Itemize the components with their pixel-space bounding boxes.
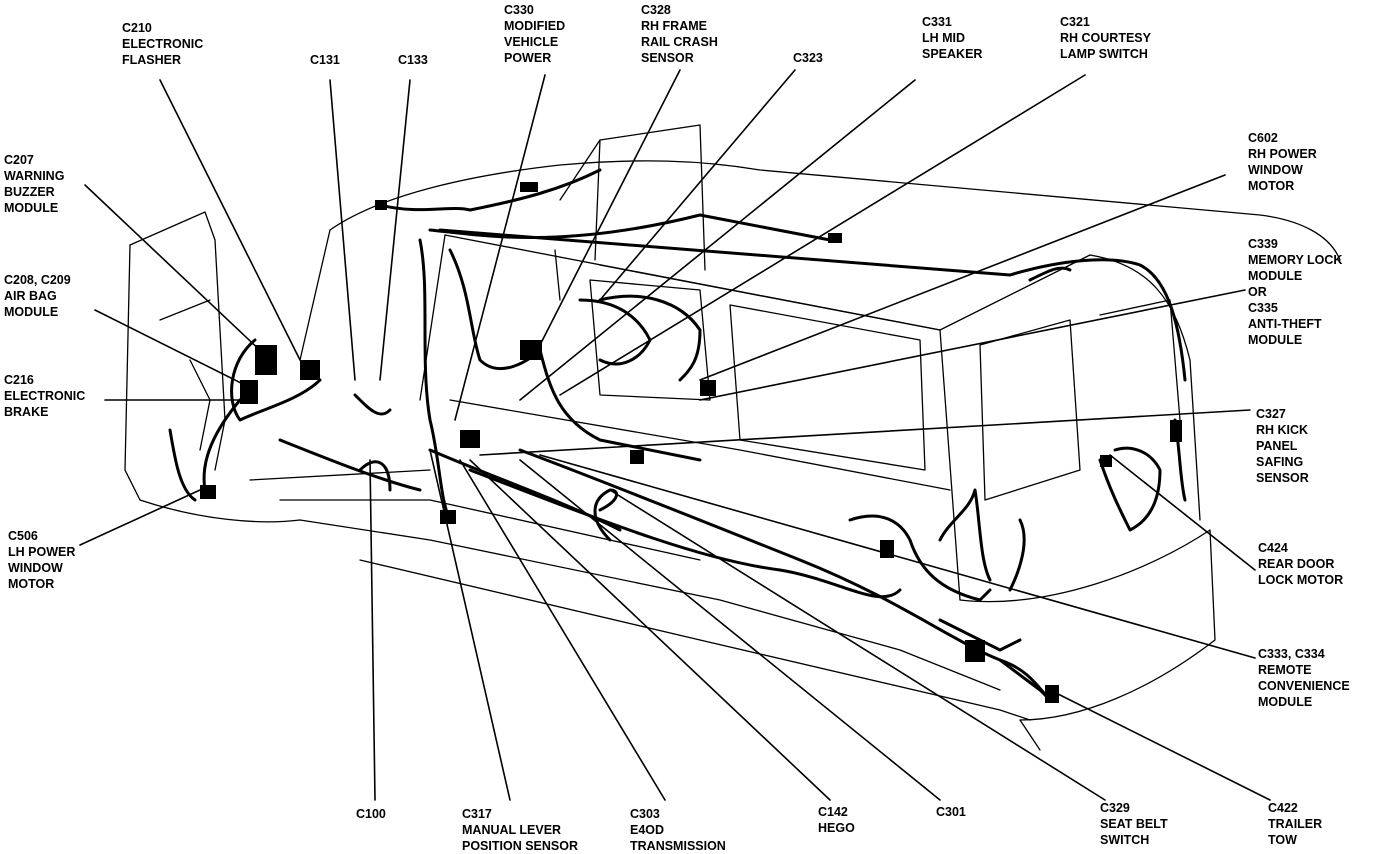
label-c323: C323 — [793, 51, 823, 65]
label-c131: C131 — [310, 53, 340, 67]
label-c216-electronic-brake: C216 ELECTRONIC BRAKE — [4, 373, 86, 419]
label-c333-c334-remote-convenience-module: C333, C334 REMOTE CONVENIENCE MODULE — [1258, 647, 1350, 709]
label-c329-seat-belt-switch: C329 SEAT BELT SWITCH — [1100, 801, 1168, 847]
label-c321-rh-courtesy-lamp-switch: C321 RH COURTESY LAMP SWITCH — [1060, 15, 1151, 61]
label-c208-c209-air-bag-module: C208, C209 AIR BAG MODULE — [4, 273, 71, 319]
connector-marks — [200, 182, 1182, 703]
label-c506-lh-power-window-motor: C506 LH POWER WINDOW MOTOR — [8, 529, 76, 591]
label-c301: C301 — [936, 805, 966, 819]
label-c330-modified-vehicle-power: C330 MODIFIED VEHICLE POWER — [504, 3, 566, 65]
van-body-outline — [124, 124, 1341, 751]
label-c331-lh-mid-speaker: C331 LH MID SPEAKER — [922, 15, 983, 61]
label-c303-e4od-transmission: C303 E4OD TRANSMISSION — [630, 807, 726, 853]
label-c602-rh-power-window-motor: C602 RH POWER WINDOW MOTOR — [1248, 131, 1317, 193]
label-c133: C133 — [398, 53, 428, 67]
label-c422-trailer-tow: C422 TRAILER TOW — [1268, 801, 1323, 847]
wiring-harness — [168, 168, 1187, 702]
label-c327-rh-kick-panel-safing-sensor: C327 RH KICK PANEL SAFING SENSOR — [1256, 407, 1309, 485]
label-c339-memory-lock-or-c335-anti-theft-module: C339 MEMORY LOCK MODULE OR C335 ANTI-THE… — [1248, 237, 1343, 347]
label-c328-rh-frame-rail-crash-sensor: C328 RH FRAME RAIL CRASH SENSOR — [641, 3, 718, 65]
label-c317-manual-lever-position-sensor: C317 MANUAL LEVER POSITION SENSOR — [462, 807, 578, 853]
label-c142-hego: C142 HEGO — [818, 805, 855, 835]
label-c210-electronic-flasher: C210 ELECTRONIC FLASHER — [122, 21, 204, 67]
leader-lines — [79, 69, 1271, 801]
label-c100: C100 — [356, 807, 386, 821]
label-c207-warning-buzzer-module: C207 WARNING BUZZER MODULE — [4, 153, 65, 215]
label-c424-rear-door-lock-motor: C424 REAR DOOR LOCK MOTOR — [1258, 541, 1344, 587]
